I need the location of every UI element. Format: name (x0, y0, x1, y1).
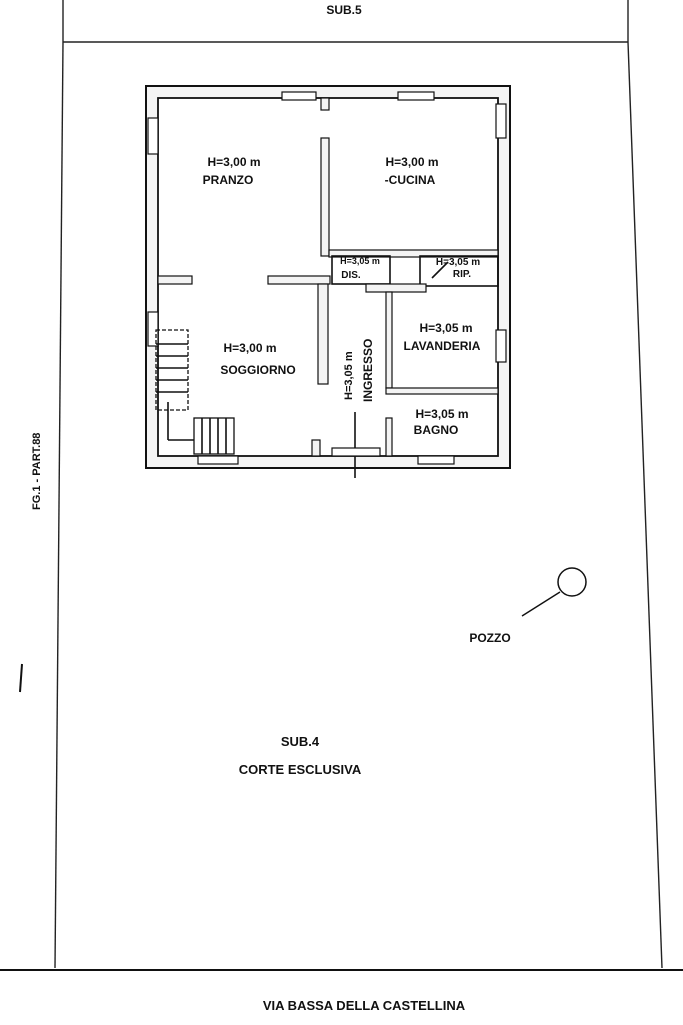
street-label: VIA BASSA DELLA CASTELLINA (263, 998, 466, 1013)
left-label-group: FG.1 - PART.88 (31, 433, 43, 510)
room-bagno-height: H=3,05 m (415, 407, 468, 421)
room-ingresso-label: H=3,05 m (343, 351, 355, 400)
room-pranzo-name: PRANZO (203, 173, 254, 187)
pozzo-label: POZZO (469, 631, 510, 645)
room-soggiorno-name: SOGGIORNO (220, 363, 295, 377)
court-name-label: CORTE ESCLUSIVA (239, 762, 362, 777)
room-dis-height: H=3,05 m (340, 256, 380, 266)
interior-walls (157, 97, 499, 478)
room-cucina-name: -CUCINA (385, 173, 436, 187)
left-tick-mark (19, 663, 23, 693)
room-rip-name: RIP. (453, 269, 471, 280)
room-lavanderia-name: LAVANDERIA (404, 339, 481, 353)
well-symbol (521, 567, 587, 617)
room-ingresso-name: INGRESSO (361, 339, 375, 402)
room-pranzo-height: H=3,00 m (207, 155, 260, 169)
room-bagno-name: BAGNO (414, 423, 459, 437)
room-dis-name: DIS. (341, 270, 361, 281)
room-ingresso-height: H=3,05 m (343, 351, 355, 400)
court-sub-label: SUB.4 (281, 734, 320, 749)
lot-boundary (0, 0, 683, 971)
room-rip-height: H=3,05 m (436, 257, 480, 268)
top-label: SUB.5 (326, 3, 362, 17)
room-soggiorno-height: H=3,00 m (223, 341, 276, 355)
room-lavanderia-height: H=3,05 m (419, 321, 472, 335)
left-parcel-label: FG.1 - PART.88 (31, 433, 43, 510)
room-ingresso-name-group: INGRESSO (361, 339, 375, 402)
room-cucina-height: H=3,00 m (385, 155, 438, 169)
staircase (155, 329, 235, 455)
